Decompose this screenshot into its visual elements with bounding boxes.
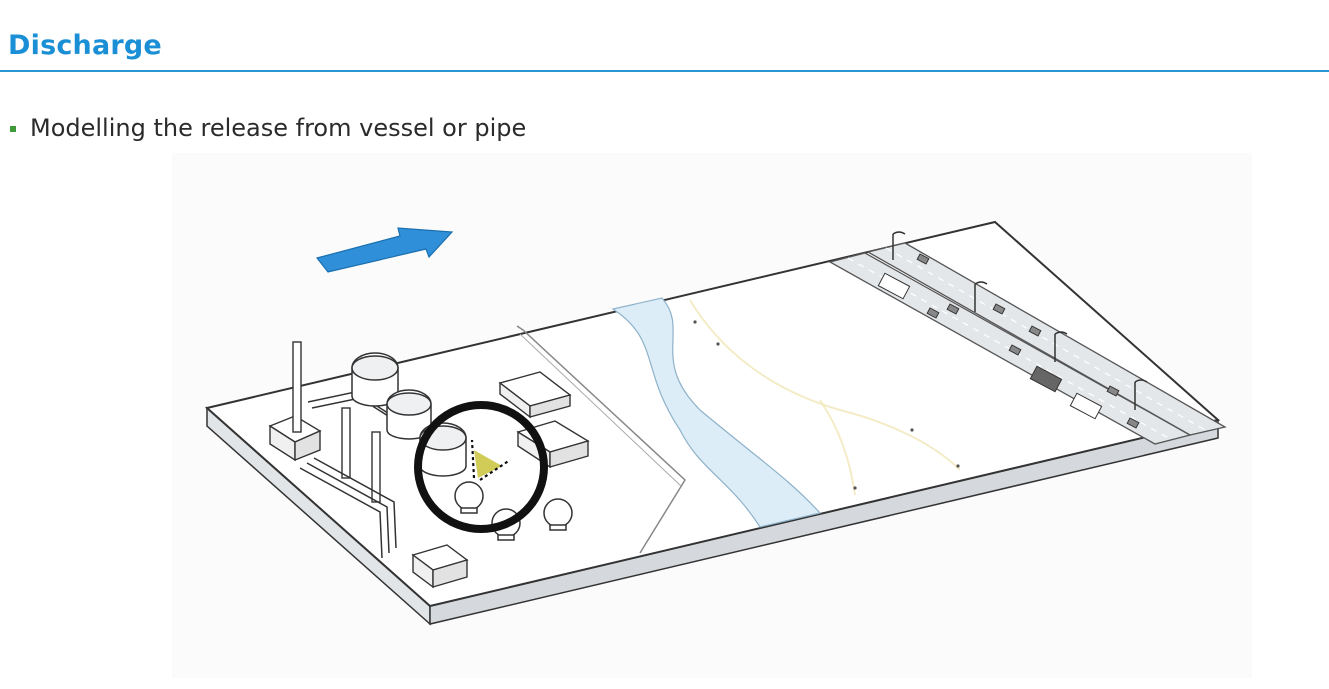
- title-divider: [0, 70, 1329, 72]
- person-marker: [693, 320, 697, 324]
- fence: [516, 325, 686, 554]
- person-marker: [716, 342, 720, 346]
- vehicle: [877, 253, 1140, 429]
- release-indicator: [470, 439, 476, 479]
- street-light: [892, 231, 1148, 410]
- building-block: [268, 371, 590, 589]
- dispersion-trace: [689, 299, 961, 471]
- person-marker: [853, 486, 857, 490]
- bullet-item: Modelling the release from vessel or pip…: [10, 114, 526, 142]
- scenario-illustration: [172, 153, 1252, 678]
- chimney-stack: [292, 341, 381, 503]
- wind-direction-arrow: [315, 227, 454, 273]
- person-marker: [910, 428, 914, 432]
- slide-title: Discharge: [8, 30, 162, 61]
- focus-circle: [414, 401, 548, 533]
- storage-tank: [351, 352, 467, 477]
- person-marker: [956, 464, 960, 468]
- release-plume: [474, 450, 502, 478]
- bullet-square-icon: [10, 126, 16, 132]
- bullet-text: Modelling the release from vessel or pip…: [30, 114, 527, 142]
- river: [611, 297, 822, 528]
